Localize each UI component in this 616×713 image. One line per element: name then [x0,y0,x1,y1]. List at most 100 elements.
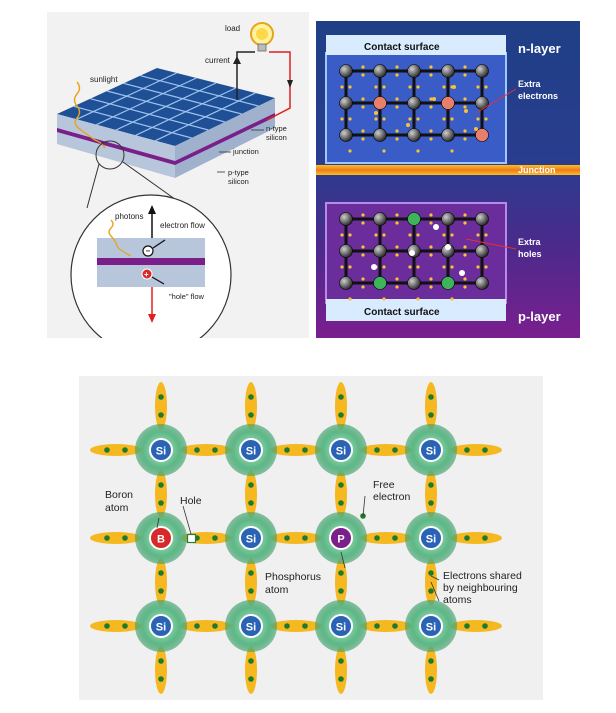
electron-orbital [155,470,167,518]
silicon-atom-nucleus [239,614,263,638]
extra-electron [474,127,478,131]
solar-cell-svg: load current sunlight n-type silicon jun… [57,22,293,338]
bond-electron [340,265,344,269]
silicon-atom [373,64,387,78]
shared-electron [338,588,344,594]
bond-electron [361,73,365,77]
bond-electron [476,117,480,121]
silicon-atom-symbol: Si [246,446,256,458]
electron-orbital [335,382,347,430]
bond-electron [340,117,344,121]
electron-orbital [245,646,257,694]
extra-electron [406,123,410,127]
lightbulb-icon [250,22,274,52]
bond-electron [429,97,433,101]
silicon-atom [339,276,353,290]
electron-flow-arrow [148,205,156,214]
dopant-atom [407,212,421,226]
bond-electron [416,85,420,89]
bond-electron [429,245,433,249]
shared-electron [248,394,254,400]
shared-electron [374,623,380,629]
bond-electron [348,233,352,237]
electron-orbital [360,444,412,456]
extra-hole [371,264,377,270]
silicon-atom [475,96,489,110]
extra-electron [464,109,468,113]
bond-electron [340,233,344,237]
bond-electron [463,213,467,217]
bond-electron [450,297,454,301]
bond-electron [429,277,433,281]
boron-atom-label-1: Boron [105,489,133,501]
electron-orbital [335,470,347,518]
silicon-atom-symbol: Si [246,622,256,634]
bond-electron [416,297,420,301]
extra-hole [409,250,415,256]
bond-electron [416,149,420,153]
n-layer-label: n-layer [518,41,561,56]
shared-electron [338,394,344,400]
dopant-atom [475,128,489,142]
silicon-atom-symbol: Si [426,446,436,458]
extra-electrons-label-2: electrons [518,91,558,101]
shared-electron [464,535,470,541]
bond-electron [361,253,365,257]
bond-electron [382,297,386,301]
shared-electron [158,658,164,664]
shared-electron [284,447,290,453]
svg-text:+: + [144,270,149,279]
electron-orbital [270,620,322,632]
bond-electron [463,137,467,141]
bond-electron [395,253,399,257]
shared-electron [392,623,398,629]
cell-grid-line [135,87,236,136]
bond-electron [382,265,386,269]
shared-electron [104,535,110,541]
silicon-atom [339,96,353,110]
silicon-atom [339,244,353,258]
shared-electron [428,500,434,506]
boron-atom-label-2: atom [105,502,129,514]
bond-electron [442,265,446,269]
bond-electron [361,277,365,281]
silicon-atom [339,128,353,142]
bond-electron [395,221,399,225]
shared-electron [428,588,434,594]
shared-electron [482,535,488,541]
shared-electron [338,570,344,576]
electron-orbital [335,558,347,606]
extra-electron [374,111,378,115]
n-type-label-2: silicon [266,133,287,142]
dopant-atom [441,276,455,290]
bond-electron [361,213,365,217]
bond-electron [463,97,467,101]
silicon-atom [441,128,455,142]
shared-electron [158,676,164,682]
electron-orbital [425,470,437,518]
shared-electron [302,535,308,541]
bond-electron [429,285,433,289]
bond-electron [429,221,433,225]
bond-electron [429,73,433,77]
silicon-atom [373,128,387,142]
contact-surface-top [326,35,506,55]
silicon-atom-symbol: Si [426,534,436,546]
bond-electron [361,285,365,289]
bond-electron [463,285,467,289]
silicon-atom [475,64,489,78]
shared-electron [122,447,128,453]
bond-electron [476,85,480,89]
bond-electron [395,105,399,109]
lattice-bonds [90,382,502,694]
shared-electron [122,623,128,629]
electron-orbital [245,382,257,430]
silicon-atom-nucleus [419,614,443,638]
silicon-atom-symbol: Si [246,534,256,546]
shared-electron [104,623,110,629]
shared-electron [428,482,434,488]
dopant-atom [373,276,387,290]
extra-electron [452,85,456,89]
bond-electron [463,277,467,281]
